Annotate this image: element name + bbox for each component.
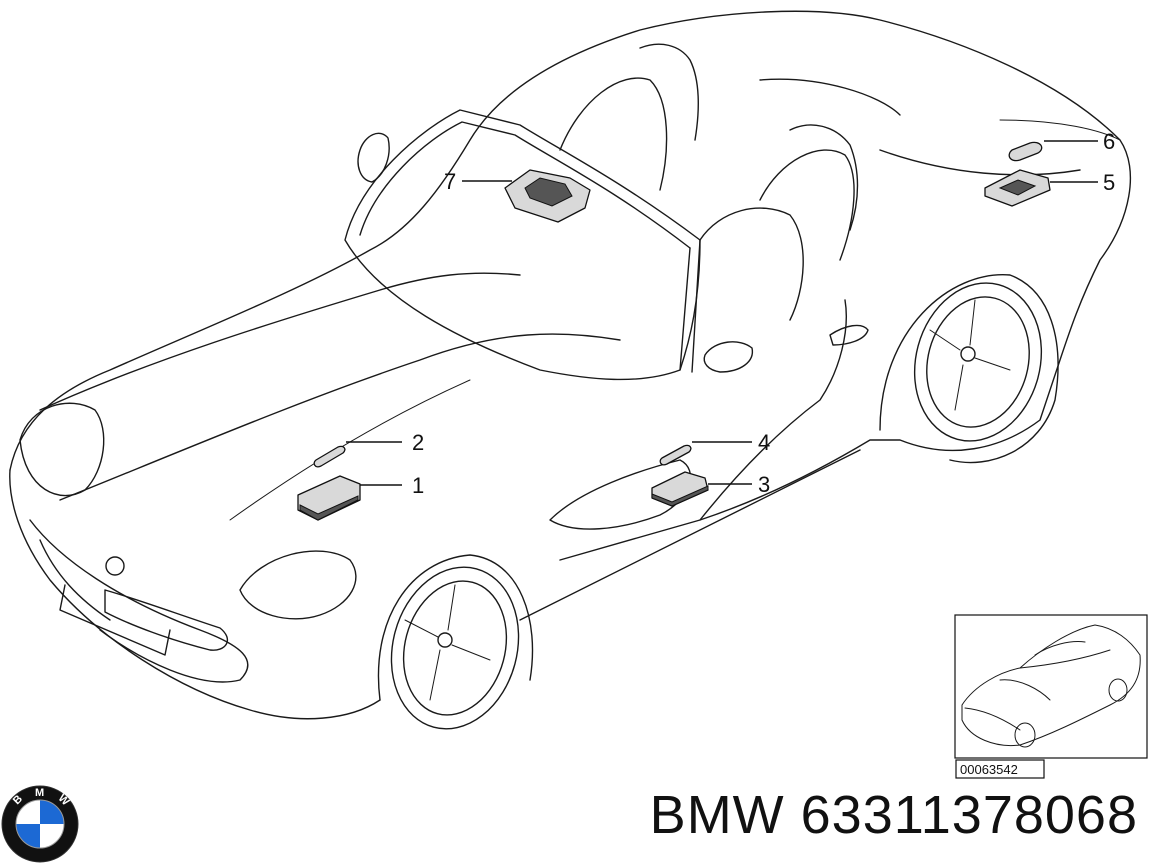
callout-1: 1 bbox=[360, 473, 424, 498]
callout-2: 2 bbox=[346, 430, 424, 455]
part-6-bulb bbox=[1008, 141, 1043, 162]
callout-number: 7 bbox=[444, 169, 456, 194]
part-2-bulb bbox=[313, 445, 346, 468]
part-7-interior-light bbox=[504, 169, 591, 223]
callout-4: 4 bbox=[692, 430, 770, 455]
callout-number: 2 bbox=[412, 430, 424, 455]
callout-number: 3 bbox=[758, 472, 770, 497]
callout-number: 5 bbox=[1103, 170, 1115, 195]
callout-3: 3 bbox=[708, 472, 770, 497]
callout-6: 6 bbox=[1044, 129, 1115, 154]
callout-number: 1 bbox=[412, 473, 424, 498]
thumbnail-car bbox=[961, 624, 1141, 748]
part-1-reading-light bbox=[297, 475, 361, 521]
callout-5: 5 bbox=[1050, 170, 1115, 195]
bmw-logo: B M W bbox=[1, 785, 79, 863]
reference-code: 00063542 bbox=[960, 762, 1018, 777]
reference-thumbnail: 00063542 bbox=[954, 614, 1148, 779]
part-5-light-housing bbox=[984, 169, 1051, 207]
part-4-bulb bbox=[659, 444, 692, 466]
part-3-light-module bbox=[651, 471, 709, 507]
callout-7: 7 bbox=[444, 169, 512, 194]
car-outline bbox=[9, 10, 1132, 730]
callout-number: 6 bbox=[1103, 129, 1115, 154]
logo-letter-m: M bbox=[35, 787, 44, 799]
part-number-label: BMW 63311378068 bbox=[649, 785, 1138, 845]
callout-number: 4 bbox=[758, 430, 770, 455]
